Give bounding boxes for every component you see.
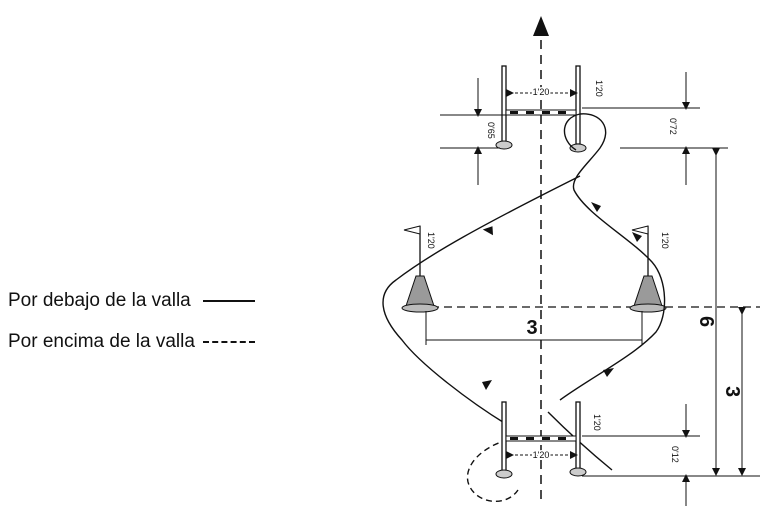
- cone-spacing-dimension: [425, 311, 643, 345]
- arrow-up-icon: [533, 16, 549, 36]
- legend-under-label: Por debajo de la valla: [8, 290, 191, 311]
- cone-left: [401, 225, 439, 313]
- bottom-hurdle: [495, 401, 587, 479]
- cone-right: [629, 225, 667, 313]
- half-length: 3: [721, 386, 743, 397]
- legend-under: Por debajo de la valla: [8, 290, 255, 312]
- cone-icon: [405, 275, 435, 307]
- bottom-offset-dimension: [582, 404, 700, 506]
- top-bar-dimension: [440, 78, 506, 185]
- path-direction-arrows: [482, 202, 642, 390]
- cone-left-height: 1'20: [426, 232, 436, 249]
- legend-over: Por encima de la valla: [8, 331, 255, 353]
- total-length: 6: [695, 316, 717, 327]
- flag-icon: [631, 225, 649, 235]
- bottom-hurdle-width: 1'20: [533, 450, 550, 460]
- total-length-dimension: [620, 147, 760, 477]
- bottom-offset: 0'12: [670, 446, 680, 463]
- top-hurdle-width: 1'20: [533, 87, 550, 97]
- top-offset: 0'72: [668, 118, 678, 135]
- top-hurdle: [495, 65, 587, 153]
- run-path-dashed: [466, 439, 519, 503]
- top-post-height: 1'20: [594, 80, 604, 97]
- cone-right-height: 1'20: [660, 232, 670, 249]
- bottom-post-height: 1'20: [592, 414, 602, 431]
- flag-icon: [403, 225, 421, 235]
- cone-spacing: 3: [526, 317, 537, 339]
- legend-dashed-swatch: [202, 341, 255, 343]
- legend-over-label: Por encima de la valla: [8, 331, 195, 352]
- cone-icon: [633, 275, 663, 307]
- legend-solid-swatch: [202, 300, 255, 302]
- top-bar-height: 0'65: [486, 122, 496, 139]
